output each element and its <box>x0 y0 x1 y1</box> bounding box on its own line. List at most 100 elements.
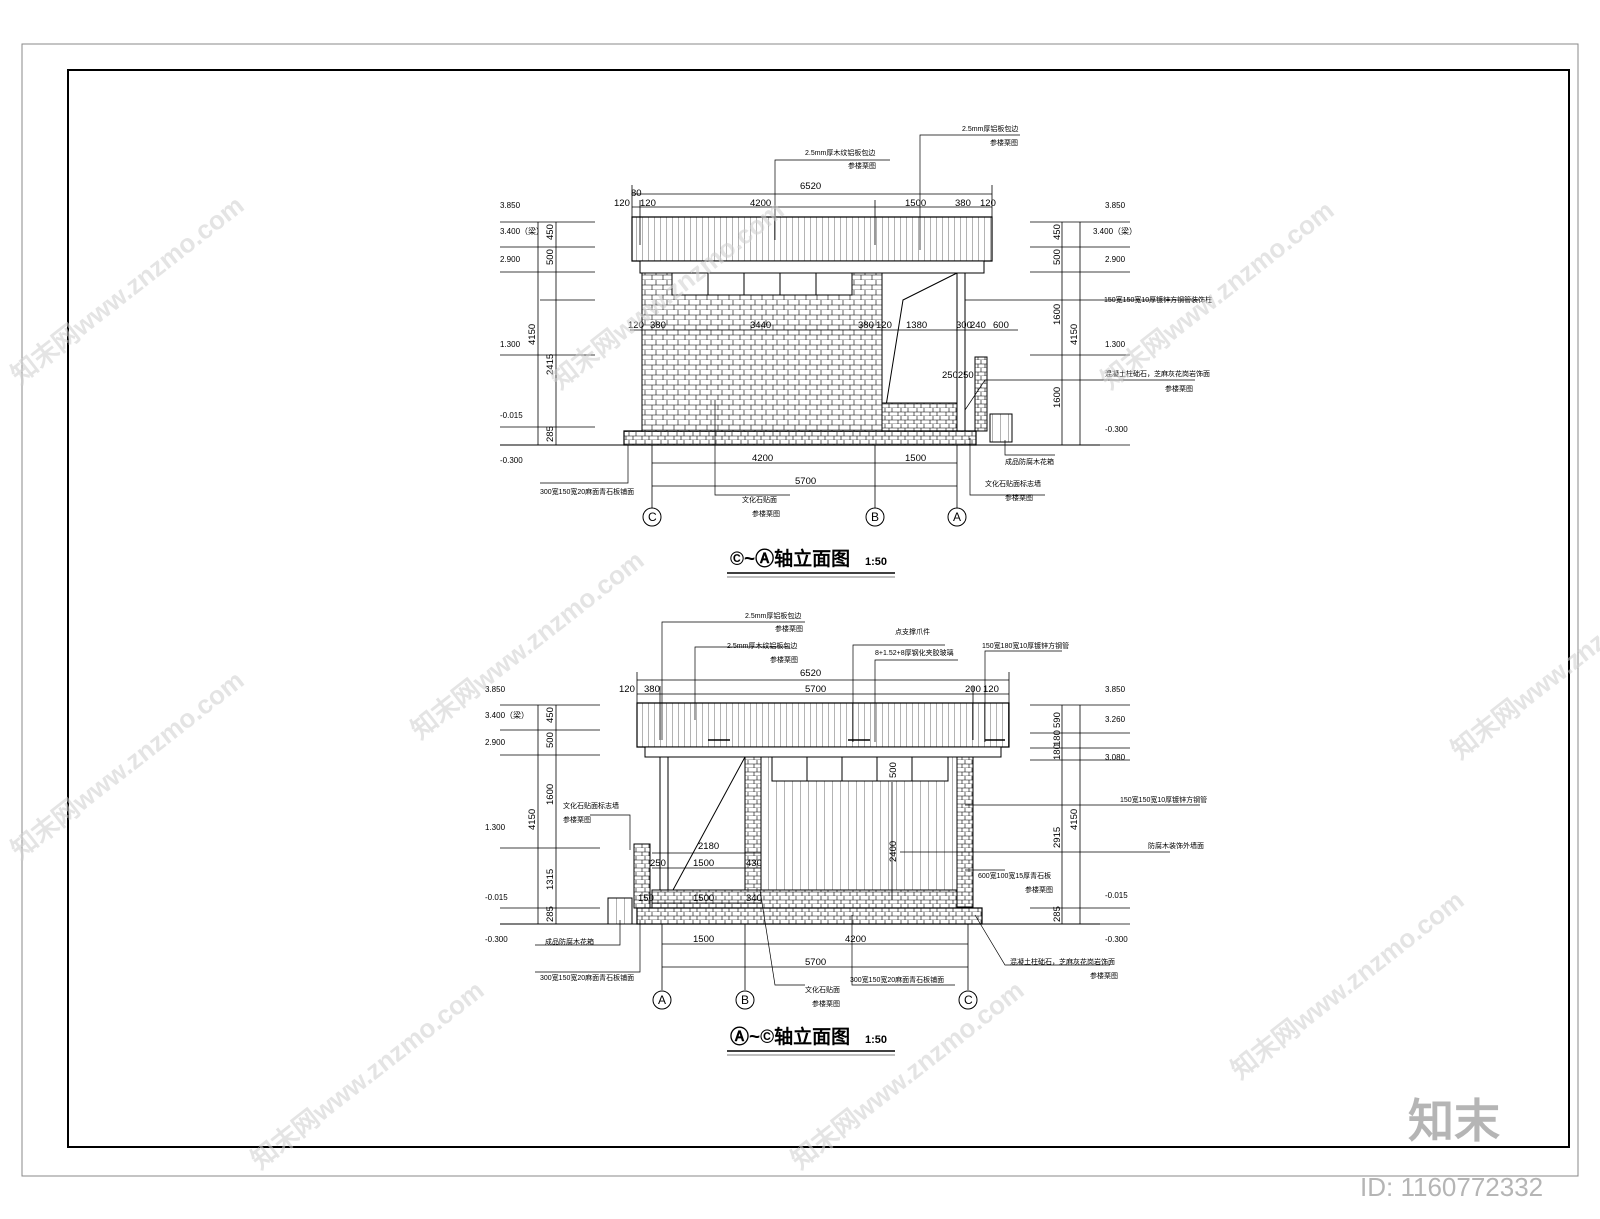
inner-dimensions <box>652 782 892 903</box>
note-slate: 600宽100宽15厚青石板 <box>978 871 1051 880</box>
dim-top-5: 380 <box>955 198 971 209</box>
steel-column <box>957 273 965 431</box>
dim-top-2: 120 <box>640 198 656 209</box>
dim-mid-2: 3440 <box>750 320 771 331</box>
right-elev-2: 2.900 <box>1105 255 1126 264</box>
left-dim-0: 450 <box>545 707 556 723</box>
axis-markers <box>642 507 967 527</box>
left-dim-0: 450 <box>545 224 556 240</box>
dim-top-4: 1500 <box>905 198 926 209</box>
note-concrete-ref: 参楼栗图 <box>1090 971 1118 980</box>
right-dim-2: 180 <box>1052 744 1063 760</box>
watermark-1: 知末网www.znzmo.com <box>5 190 249 390</box>
note-planter: 成品防腐木花箱 <box>545 937 594 946</box>
right-elev-2: 3.080 <box>1105 753 1126 762</box>
base-slab <box>637 908 982 924</box>
dim-mid-4: 120 <box>876 320 892 331</box>
left-elev-5: -0.300 <box>485 935 508 944</box>
right-elev-0: 3.850 <box>1105 685 1126 694</box>
left-elev-5: -0.300 <box>500 456 523 465</box>
dim-top-2: 5700 <box>805 684 826 695</box>
elevation-scale: 1:50 <box>865 556 887 568</box>
note-roof-wood: 2.5mm厚木纹铝板包边 <box>805 148 875 157</box>
dim-top-0: 120 <box>619 684 635 695</box>
note-support: 点支撑爪件 <box>895 627 930 636</box>
left-dim-1: 500 <box>545 732 556 748</box>
right-elev-0: 3.850 <box>1105 201 1126 210</box>
note-culture-stone-ref: 参楼栗图 <box>752 509 780 518</box>
stone-pier-left <box>745 757 761 892</box>
glass-diagonal <box>673 757 745 890</box>
note-concrete-ref: 参楼栗图 <box>1165 384 1193 393</box>
dim-top-6: 120 <box>980 198 996 209</box>
dim-inner-2: 1500 <box>693 858 714 869</box>
stone-pier-right <box>957 757 973 907</box>
id-label: ID: 1160772332 <box>1360 1172 1543 1202</box>
dim-inner-1: 250 <box>650 858 666 869</box>
dim-top-1: 380 <box>644 684 660 695</box>
roof-fascia <box>632 217 992 261</box>
right-elev-3: 1.300 <box>1105 340 1126 349</box>
wood-planter <box>608 898 632 924</box>
dim-overall-top: 6520 <box>800 668 821 679</box>
right-dim-2: 1600 <box>1052 304 1063 325</box>
left-elev-0: 3.850 <box>500 201 521 210</box>
left-elev-3: 1.300 <box>485 823 506 832</box>
watermark-6: 知末网www.znzmo.com <box>1225 885 1469 1085</box>
note-stone-wall-ref: 参楼栗图 <box>563 815 591 824</box>
note-steel-column: 150宽150宽10厚镀锌方钢管装饰柱 <box>1104 295 1212 304</box>
note-concrete: 混凝土柱础石，芝麻灰花岗岩饰面 <box>1105 369 1210 378</box>
right-dim-0: 590 <box>1052 712 1063 728</box>
left-dim-2: 1600 <box>545 784 556 805</box>
note-culture-stone-ref: 参楼栗图 <box>812 999 840 1008</box>
right-dim-4: 1600 <box>1052 387 1063 408</box>
left-elev-4: -0.015 <box>500 411 523 420</box>
dim-top-3: 200 <box>965 684 981 695</box>
dim-inner-6: 340 <box>746 893 762 904</box>
note-roof-wood: 2.5mm厚木纹铝板包边 <box>727 641 797 650</box>
dim-inner-7: 500 <box>888 762 899 778</box>
note-roof-wood-ref: 参楼栗图 <box>848 161 876 170</box>
right-elev-1: 3.400（梁） <box>1093 227 1137 236</box>
axis-a: A <box>658 993 666 1007</box>
right-vertical-dimensions <box>1030 705 1130 924</box>
note-base-stone-2: 300宽150宽20麻面青石板铺面 <box>850 975 944 984</box>
note-base-stone: 300宽150宽20麻面青石板铺面 <box>540 973 634 982</box>
dim-bottom-0: 1500 <box>693 934 714 945</box>
note-concrete: 混凝土柱础石，芝麻灰花岗岩饰面 <box>1010 957 1115 966</box>
dim-inner-8: 2400 <box>888 841 899 862</box>
note-stone-planter: 文化石贴面标志墙 <box>985 479 1041 488</box>
right-dim-4: 4150 <box>1069 809 1080 830</box>
note-roof-aluminum: 2.5mm厚铝板包边 <box>745 611 801 620</box>
note-culture-stone: 文化石贴面 <box>742 495 777 504</box>
right-elev-4: -0.300 <box>1105 935 1128 944</box>
stone-planter <box>975 357 987 431</box>
left-elev-3: 1.300 <box>500 340 521 349</box>
left-dim-2: 4150 <box>527 324 538 345</box>
right-dim-5: 285 <box>1052 906 1063 922</box>
watermark-4: 知末网www.znzmo.com <box>5 665 249 865</box>
dim-bottom-0: 4200 <box>752 453 773 464</box>
dim-overall-bottom: 5700 <box>795 476 816 487</box>
top-dimensions <box>632 185 992 245</box>
top-dimensions <box>637 672 1009 740</box>
axis-markers <box>652 990 978 1010</box>
note-slate-ref: 参楼栗图 <box>1025 885 1053 894</box>
dim-bottom-1: 1500 <box>905 453 926 464</box>
elevation-c-a: 6520 120 80 120 4200 1500 380 120 120 38… <box>500 124 1212 577</box>
elevation-title: Ⓐ~©轴立面图 <box>730 1025 850 1048</box>
dim-mid-6: 300 <box>956 320 972 331</box>
note-steel-column: 150宽150宽10厚镀锌方钢管 <box>1120 795 1207 804</box>
dim-inner-0: 2180 <box>698 841 719 852</box>
right-elev-3: -0.015 <box>1105 891 1128 900</box>
glass-panel-outline <box>882 273 957 431</box>
right-dim-1: 180 <box>1052 730 1063 746</box>
dim-mid-8: 600 <box>993 320 1009 331</box>
right-dim-3: 2915 <box>1052 827 1063 848</box>
steel-column-left <box>660 757 668 912</box>
axis-a: A <box>953 510 961 524</box>
note-roof-aluminum-ref: 参楼栗图 <box>990 138 1018 147</box>
axis-c: C <box>964 993 973 1007</box>
left-dim-3: 2415 <box>545 354 556 375</box>
